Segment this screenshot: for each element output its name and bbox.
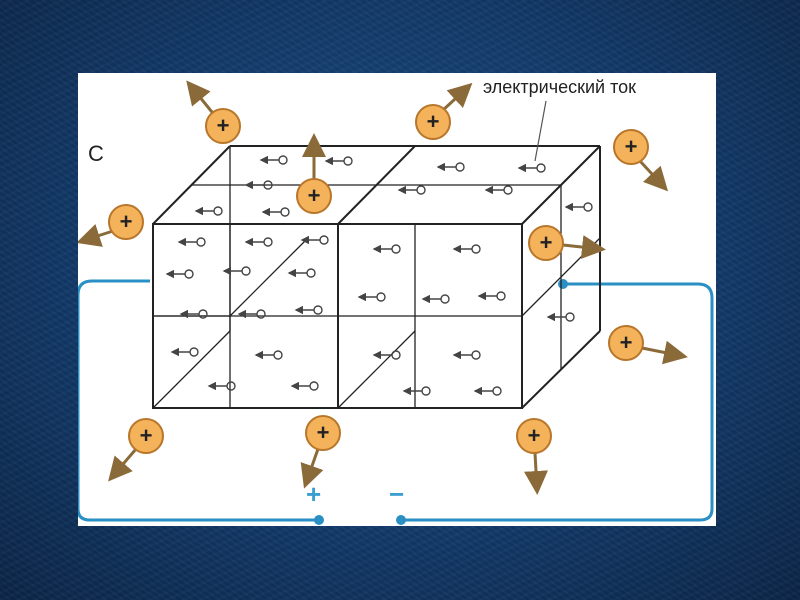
ion-8: +	[108, 418, 164, 482]
svg-text:+: +	[217, 113, 230, 138]
svg-text:+: +	[140, 423, 153, 448]
ion-3: +	[613, 129, 669, 192]
electrons	[165, 155, 593, 396]
plus-terminal-dot	[314, 515, 324, 525]
ion-6: +	[528, 225, 606, 261]
svg-text:+: +	[427, 109, 440, 134]
circuit-wire	[78, 279, 714, 522]
conductor-diagram: + + + + +	[78, 80, 714, 525]
conductor-cube	[152, 145, 601, 409]
svg-text:+: +	[120, 209, 133, 234]
diagram-panel: + + + + +	[78, 73, 716, 526]
plus-terminal-sign: +	[306, 479, 322, 509]
wire-junction	[558, 279, 568, 289]
svg-text:+: +	[308, 183, 321, 208]
ion-9: +	[300, 415, 341, 489]
svg-text:+: +	[620, 330, 633, 355]
positive-ions: + + + + +	[78, 80, 688, 495]
minus-terminal-sign: −	[389, 479, 405, 509]
current-label: электрический ток	[483, 77, 636, 97]
ion-1: +	[186, 80, 241, 144]
svg-text:+: +	[540, 230, 553, 255]
svg-text:+: +	[625, 134, 638, 159]
ion-10: +	[516, 418, 552, 495]
current-label-pointer	[534, 100, 547, 162]
minus-terminal-dot	[396, 515, 406, 525]
panel-label: С	[88, 141, 104, 166]
ion-7: +	[608, 325, 688, 365]
svg-text:+: +	[528, 423, 541, 448]
ion-5: +	[78, 204, 144, 247]
ion-2: +	[415, 82, 473, 140]
ion-4: +	[296, 133, 332, 214]
svg-text:+: +	[317, 420, 330, 445]
